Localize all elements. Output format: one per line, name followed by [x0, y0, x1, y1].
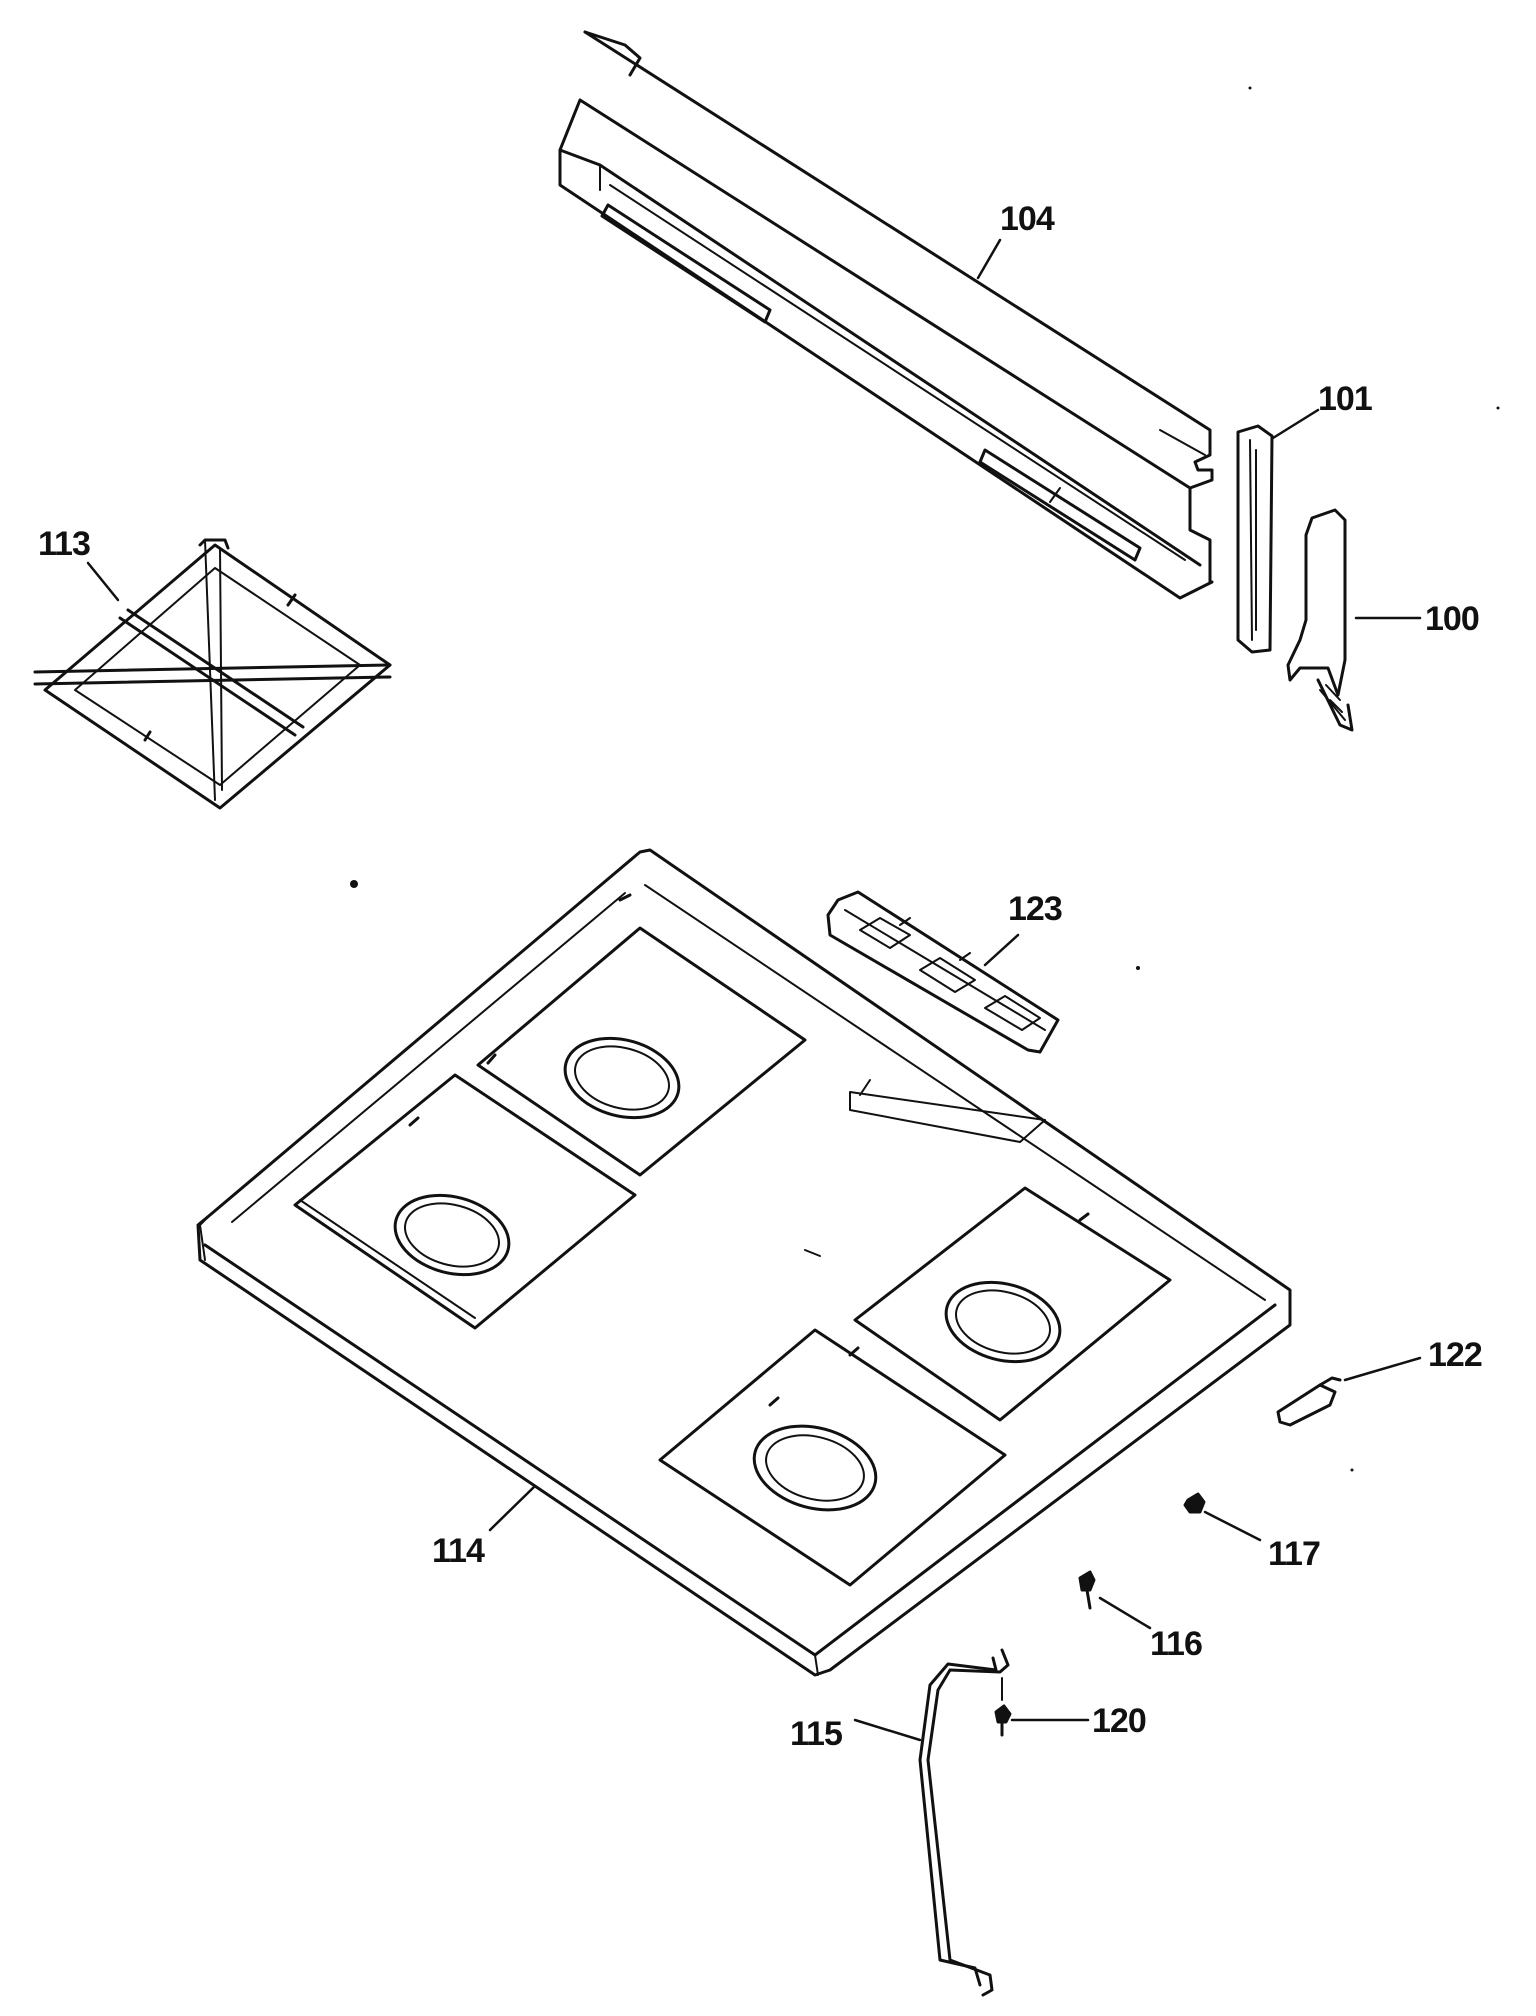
leader-lines — [86, 238, 1422, 1742]
leader-101 — [1271, 408, 1320, 440]
speck — [1136, 966, 1140, 970]
trim-strip — [1236, 424, 1274, 654]
backguard-panel — [558, 30, 1214, 600]
leader-116 — [1098, 1596, 1152, 1630]
speck — [1248, 86, 1252, 90]
leader-114 — [488, 1484, 537, 1532]
callout-117: 117 — [1268, 1535, 1320, 1573]
screw — [1078, 1570, 1096, 1610]
vent-grille — [826, 890, 1060, 1054]
leader-117 — [1203, 1510, 1262, 1542]
callout-122: 122 — [1428, 1336, 1482, 1374]
speck — [350, 880, 358, 888]
rod — [918, 1648, 1010, 1997]
callout-115: 115 — [790, 1715, 842, 1753]
callout-120: 120 — [1092, 1702, 1146, 1740]
callout-113: 113 — [38, 525, 90, 563]
burner-grate — [33, 538, 392, 810]
clip — [1276, 1376, 1342, 1427]
callout-123: 123 — [1008, 890, 1062, 928]
callout-labels: 104 101 100 113 123 114 122 117 116 120 … — [38, 200, 1483, 1753]
callout-101: 101 — [1318, 380, 1372, 418]
leader-123 — [983, 933, 1020, 967]
nut — [1183, 1492, 1206, 1514]
leader-113 — [86, 561, 120, 602]
fastener — [994, 1677, 1012, 1737]
scan-specks — [350, 86, 1500, 1472]
callout-104: 104 — [1000, 200, 1055, 238]
leader-104 — [976, 238, 1002, 280]
callout-116: 116 — [1150, 1625, 1202, 1663]
leader-115 — [853, 1718, 922, 1742]
callout-114: 114 — [432, 1532, 485, 1570]
leader-122 — [1343, 1356, 1422, 1382]
speck — [1350, 1468, 1354, 1472]
end-cap — [1286, 508, 1354, 732]
speck — [1496, 406, 1500, 410]
cooktop — [196, 848, 1292, 1677]
callout-100: 100 — [1425, 600, 1479, 638]
